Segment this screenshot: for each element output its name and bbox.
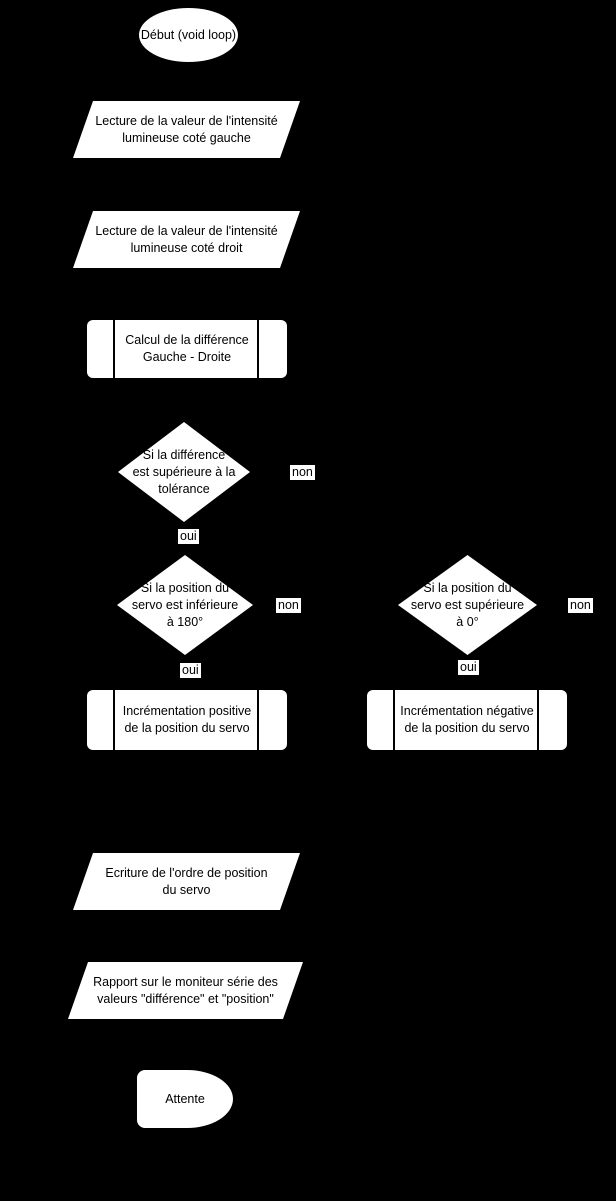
io-serial-report: Rapport sur le moniteur série des valeur… [68, 962, 303, 1019]
start-terminator-shape [139, 8, 238, 62]
process-decrement-label: Incrémentation négative de la position d… [400, 704, 534, 735]
process-decrement-shape [367, 690, 567, 750]
start-terminator-label: Début (void loop) [140, 27, 237, 42]
wait-delay: Attente [137, 1070, 233, 1128]
process-decrement-left-bar [393, 690, 395, 750]
decision-servo-max-label: Si la position du servo est inférieure à… [131, 580, 239, 629]
process-increment-shape [87, 690, 287, 750]
process-decrement-right-bar [537, 690, 539, 750]
process-difference-left-bar [113, 320, 115, 378]
decision-tolerance-label: Si la différence est supérieure à la tol… [132, 447, 236, 496]
decision-servo-max-yes-label: oui [180, 663, 201, 678]
decision-servo-min-no-label: non [568, 598, 593, 613]
wait-delay-label: Attente [165, 1091, 205, 1106]
process-increment-label: Incrémentation positive de la position d… [122, 704, 252, 735]
process-increment-right-bar [257, 690, 259, 750]
start-terminator: Début (void loop) [139, 8, 238, 62]
io-read-left-label: Lecture de la valeur de l'intensité lumi… [95, 113, 278, 145]
decision-servo-max-no-label: non [276, 598, 301, 613]
process-difference-shape [87, 320, 287, 378]
io-serial-report-shape [68, 962, 303, 1019]
io-serial-report-label: Rapport sur le moniteur série des valeur… [93, 974, 278, 1006]
decision-tolerance-no-label: non [290, 465, 315, 480]
io-write-servo-shape [73, 853, 300, 910]
io-read-right-label: Lecture de la valeur de l'intensité lumi… [95, 223, 278, 255]
process-increment: Incrémentation positive de la position d… [87, 690, 287, 750]
process-decrement: Incrémentation négative de la position d… [367, 690, 567, 750]
io-read-left: Lecture de la valeur de l'intensité lumi… [73, 101, 300, 158]
process-difference-right-bar [257, 320, 259, 378]
wait-delay-shape [137, 1070, 233, 1128]
process-increment-left-bar [113, 690, 115, 750]
io-read-right-shape [73, 211, 300, 268]
io-write-servo: Ecriture de l'ordre de position du servo [73, 853, 300, 910]
process-difference-label: Calcul de la différence Gauche - Droite [125, 333, 249, 364]
io-read-left-shape [73, 101, 300, 158]
decision-servo-min-label: Si la position du servo est supérieure à… [410, 580, 525, 629]
io-write-servo-label: Ecriture de l'ordre de position du servo [105, 865, 268, 897]
process-difference: Calcul de la différence Gauche - Droite [87, 320, 287, 378]
decision-servo-min-yes-label: oui [458, 660, 479, 675]
decision-tolerance-yes-label: oui [178, 529, 199, 544]
decision-servo-max: Si la position du servo est inférieure à… [117, 555, 253, 655]
decision-servo-min: Si la position du servo est supérieure à… [398, 555, 537, 655]
decision-tolerance: Si la différence est supérieure à la tol… [118, 422, 250, 522]
io-read-right: Lecture de la valeur de l'intensité lumi… [73, 211, 300, 268]
